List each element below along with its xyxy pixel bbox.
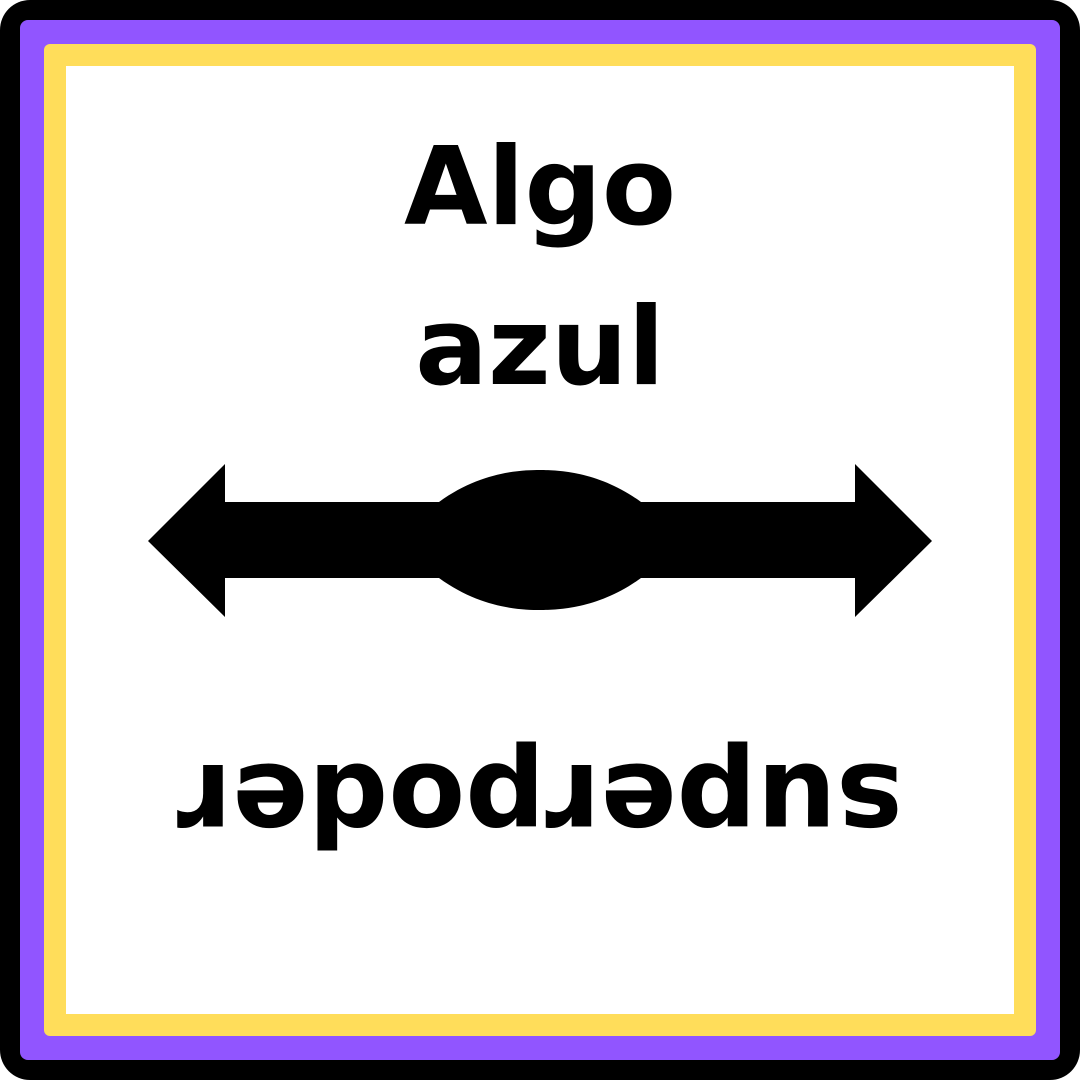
arrow-shape [148,464,932,617]
card-title-line-1: Algo [403,125,677,250]
card-title-line-2: azul [415,285,665,410]
card-flipped-word: superpoder [176,738,904,868]
